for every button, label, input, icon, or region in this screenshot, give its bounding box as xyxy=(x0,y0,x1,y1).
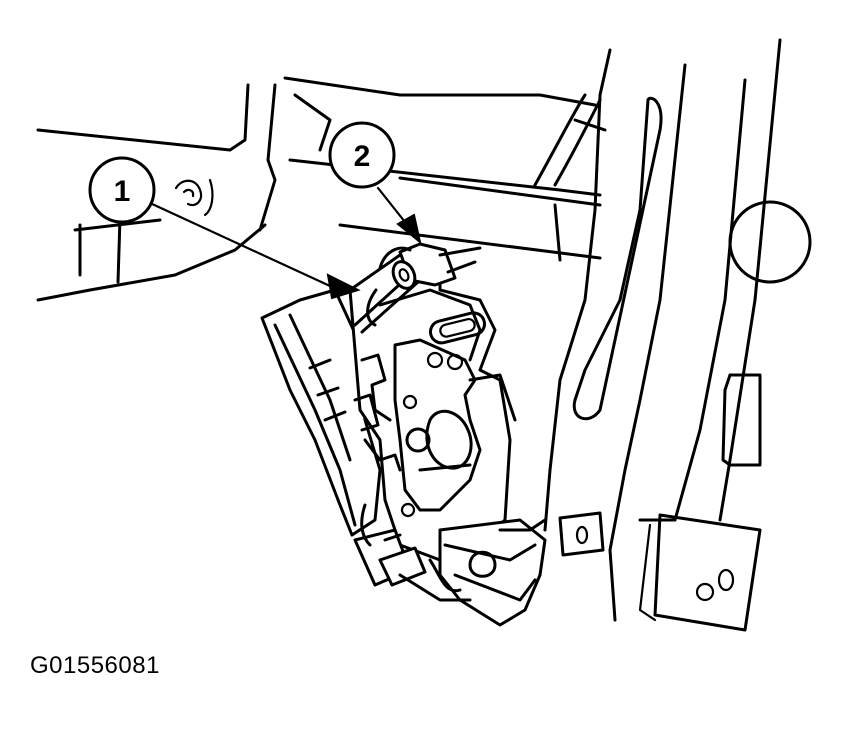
callout-1-circle xyxy=(88,156,156,224)
leader-line-1 xyxy=(148,201,332,288)
leader-lines xyxy=(148,186,422,300)
callout-1: 1 xyxy=(88,156,156,224)
callout-2: 2 xyxy=(328,121,396,189)
leader-line-2 xyxy=(376,186,407,224)
arrowhead-1 xyxy=(326,273,361,300)
callout-1-label: 1 xyxy=(114,175,131,208)
figure-id-label: G01556081 xyxy=(30,652,160,679)
latch-assembly xyxy=(260,242,547,627)
callout-2-circle xyxy=(328,121,396,189)
arrowhead-2 xyxy=(396,213,422,245)
callout-2-label: 2 xyxy=(354,140,371,173)
